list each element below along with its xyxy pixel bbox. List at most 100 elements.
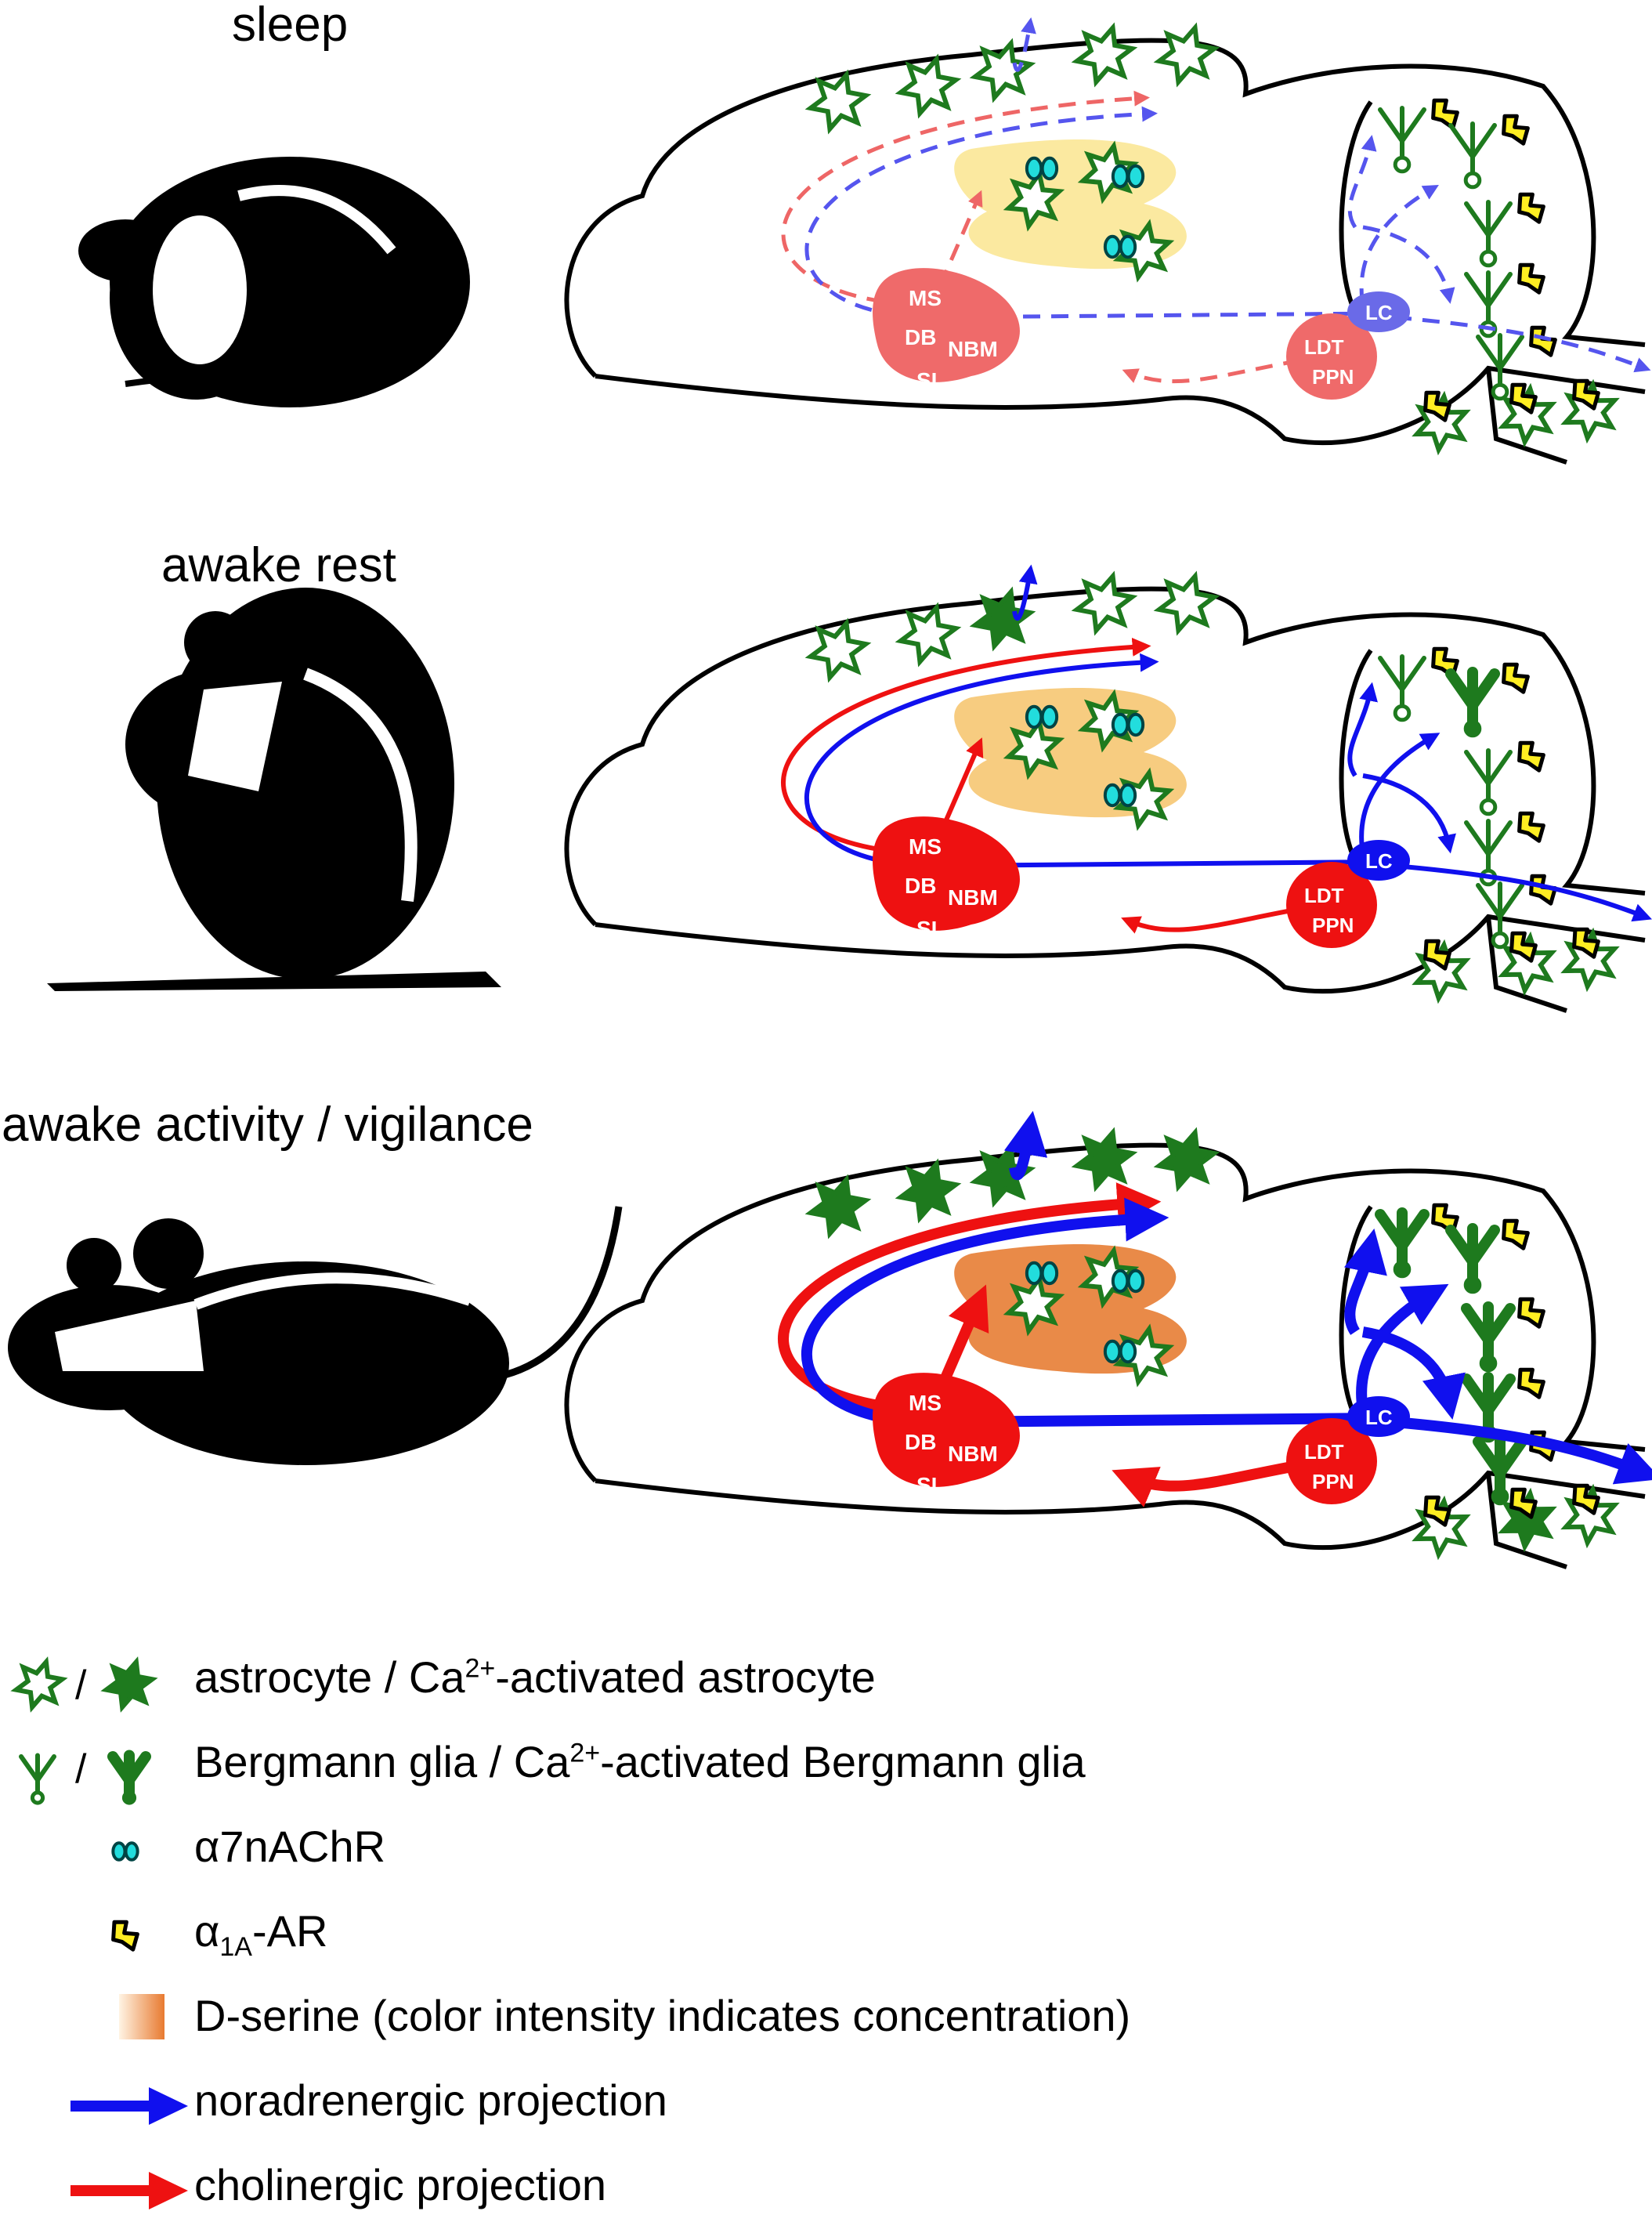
legend-row-cholinergic: cholinergic projection [0,2159,1652,2222]
a7nachr-icon [1119,234,1137,259]
a7nachr-icon [1025,704,1043,729]
activated-bergmann-glia-icon [1375,1207,1430,1270]
ldt-ppn-nucleus [1286,313,1377,400]
nucleus-label-ppn: PPN [1312,1470,1354,1493]
a7nachr-icon [1103,234,1122,259]
a1a-ar-icon [1423,390,1451,422]
a7nachr-icon [1119,1339,1137,1364]
brainstem-outline [1486,1472,1567,1569]
nucleus-label-ms: MS [909,834,942,859]
panel-title-awake-rest: awake rest [161,538,396,592]
bergmann-glia-icon [1378,654,1426,711]
legend-row-bergmann: Bergmann glia / Ca2+-activated Bergmann … [0,1736,1652,1799]
bergmann-soma-icon [1491,382,1509,401]
mouse-ear [67,1238,121,1293]
a1a-ar-icon [1572,378,1600,411]
nucleus-label-lc: LC [1365,1406,1393,1429]
legend-label-astrocyte: astrocyte / Ca2+-activated astrocyte [194,1652,876,1702]
activated-astrocyte-icon [969,1142,1036,1208]
mouse-floor [47,972,501,991]
a1a-ar-icon [1517,811,1545,843]
astrocyte-icon [1153,22,1220,88]
bergmann-soma-icon [30,1790,45,1805]
astrocyte-icon [1071,570,1138,636]
bergmann-soma-icon [1491,1487,1509,1506]
mouse-spine-window [237,185,396,255]
noradrenergic-branch-up [1012,17,1036,72]
bergmann-soma-icon [1393,704,1412,722]
a7nachr-icon [1025,1261,1043,1286]
activated-astrocyte-icon [969,586,1036,652]
legend-row-astrocyte: astrocyte / Ca2+-activated astrocyte [0,1652,1652,1714]
a1a-ar-icon [1423,1495,1451,1527]
bergmann-soma-icon [1463,719,1482,738]
nucleus-label-nbm: NBM [948,885,998,910]
nucleus-label-ms: MS [909,286,942,310]
bergmann-soma-icon [1393,1260,1412,1279]
a1a-ar-icon [1509,382,1538,414]
basal-forebrain-nucleus [873,816,1020,931]
legend-slash: / [75,1746,87,1792]
noradrenergic-cerebellum-branch-down [1361,1326,1466,1420]
cholinergic-arrow-icon [149,2172,188,2209]
legend-slash: / [75,1663,87,1708]
mouse-ear [184,611,247,674]
astrocyte-icon [895,53,962,119]
astrocyte-icon [1153,570,1220,636]
a1a-ar-icon [1502,662,1530,694]
noradrenergic-projection-cerebellum [1359,733,1441,855]
nucleus-label-db: DB [905,874,936,898]
bergmann-glia-icon [1476,881,1524,938]
brainstem-outline [1486,367,1567,465]
a1a-ar-icon [1517,1367,1545,1399]
a7nachr-icon [1111,164,1130,189]
a1a-ar-icon [1517,1297,1545,1329]
a1a-ar-icon [111,1920,139,1952]
nucleus-label-ppn: PPN [1312,914,1354,937]
cholinergic-projection-brainstem [1122,358,1301,384]
legend-icons: // [10,1656,188,2209]
a1a-ar-icon [1509,931,1538,963]
mouse-brain-window [188,682,282,791]
mouse-silhouette [78,157,470,407]
activated-astrocyte-icon [1071,1127,1138,1192]
activated-astrocyte-icon [100,1656,158,1713]
nucleus-label-lc: LC [1365,301,1393,324]
bergmann-glia-icon [1464,748,1513,805]
mouse-spine-window [303,668,418,903]
a1a-ar-icon [1431,98,1459,130]
a7nachr-icon [1025,156,1043,181]
mouse-tail [125,370,330,387]
nucleus-label-nbm: NBM [948,1442,998,1466]
bergmann-soma-icon [1479,798,1498,816]
activated-bergmann-glia-icon [1445,667,1500,729]
activated-astrocyte-icon [804,1174,872,1239]
a7nachr-icon [1126,712,1145,737]
legend-row-dserine: D-serine (color intensity indicates conc… [0,1990,1652,2053]
bergmann-soma-icon [1393,155,1412,174]
a1a-ar-icon [1423,939,1451,971]
a1a-ar-icon [1502,114,1530,146]
cholinergic-projection-cortex [778,1182,1162,1416]
legend-label-noradrenergic: noradrenergic projection [194,2075,667,2125]
bergmann-glia-icon [1464,819,1513,875]
legend-label-a1aar: α1A-AR [194,1906,328,1963]
noradrenergic-cerebellum-branch [1347,135,1377,229]
panel-title-awake-activity: awake activity / vigilance [2,1098,533,1152]
nucleus-label-si: SI [916,917,937,941]
bergmann-glia-icon [1476,333,1524,389]
a1a-ar-icon [1517,262,1545,295]
mouse-tail [485,1206,623,1383]
astrocyte-icon [804,617,872,683]
astrocyte-icon [1003,716,1065,780]
bergmann-soma-icon [1491,931,1509,950]
bergmann-soma-icon [1479,1354,1498,1373]
mouse-ear [133,1218,204,1289]
a7nachr-icon [1040,1261,1059,1286]
basal-forebrain-nucleus [873,1373,1020,1487]
bergmann-glia-icon [1464,200,1513,256]
